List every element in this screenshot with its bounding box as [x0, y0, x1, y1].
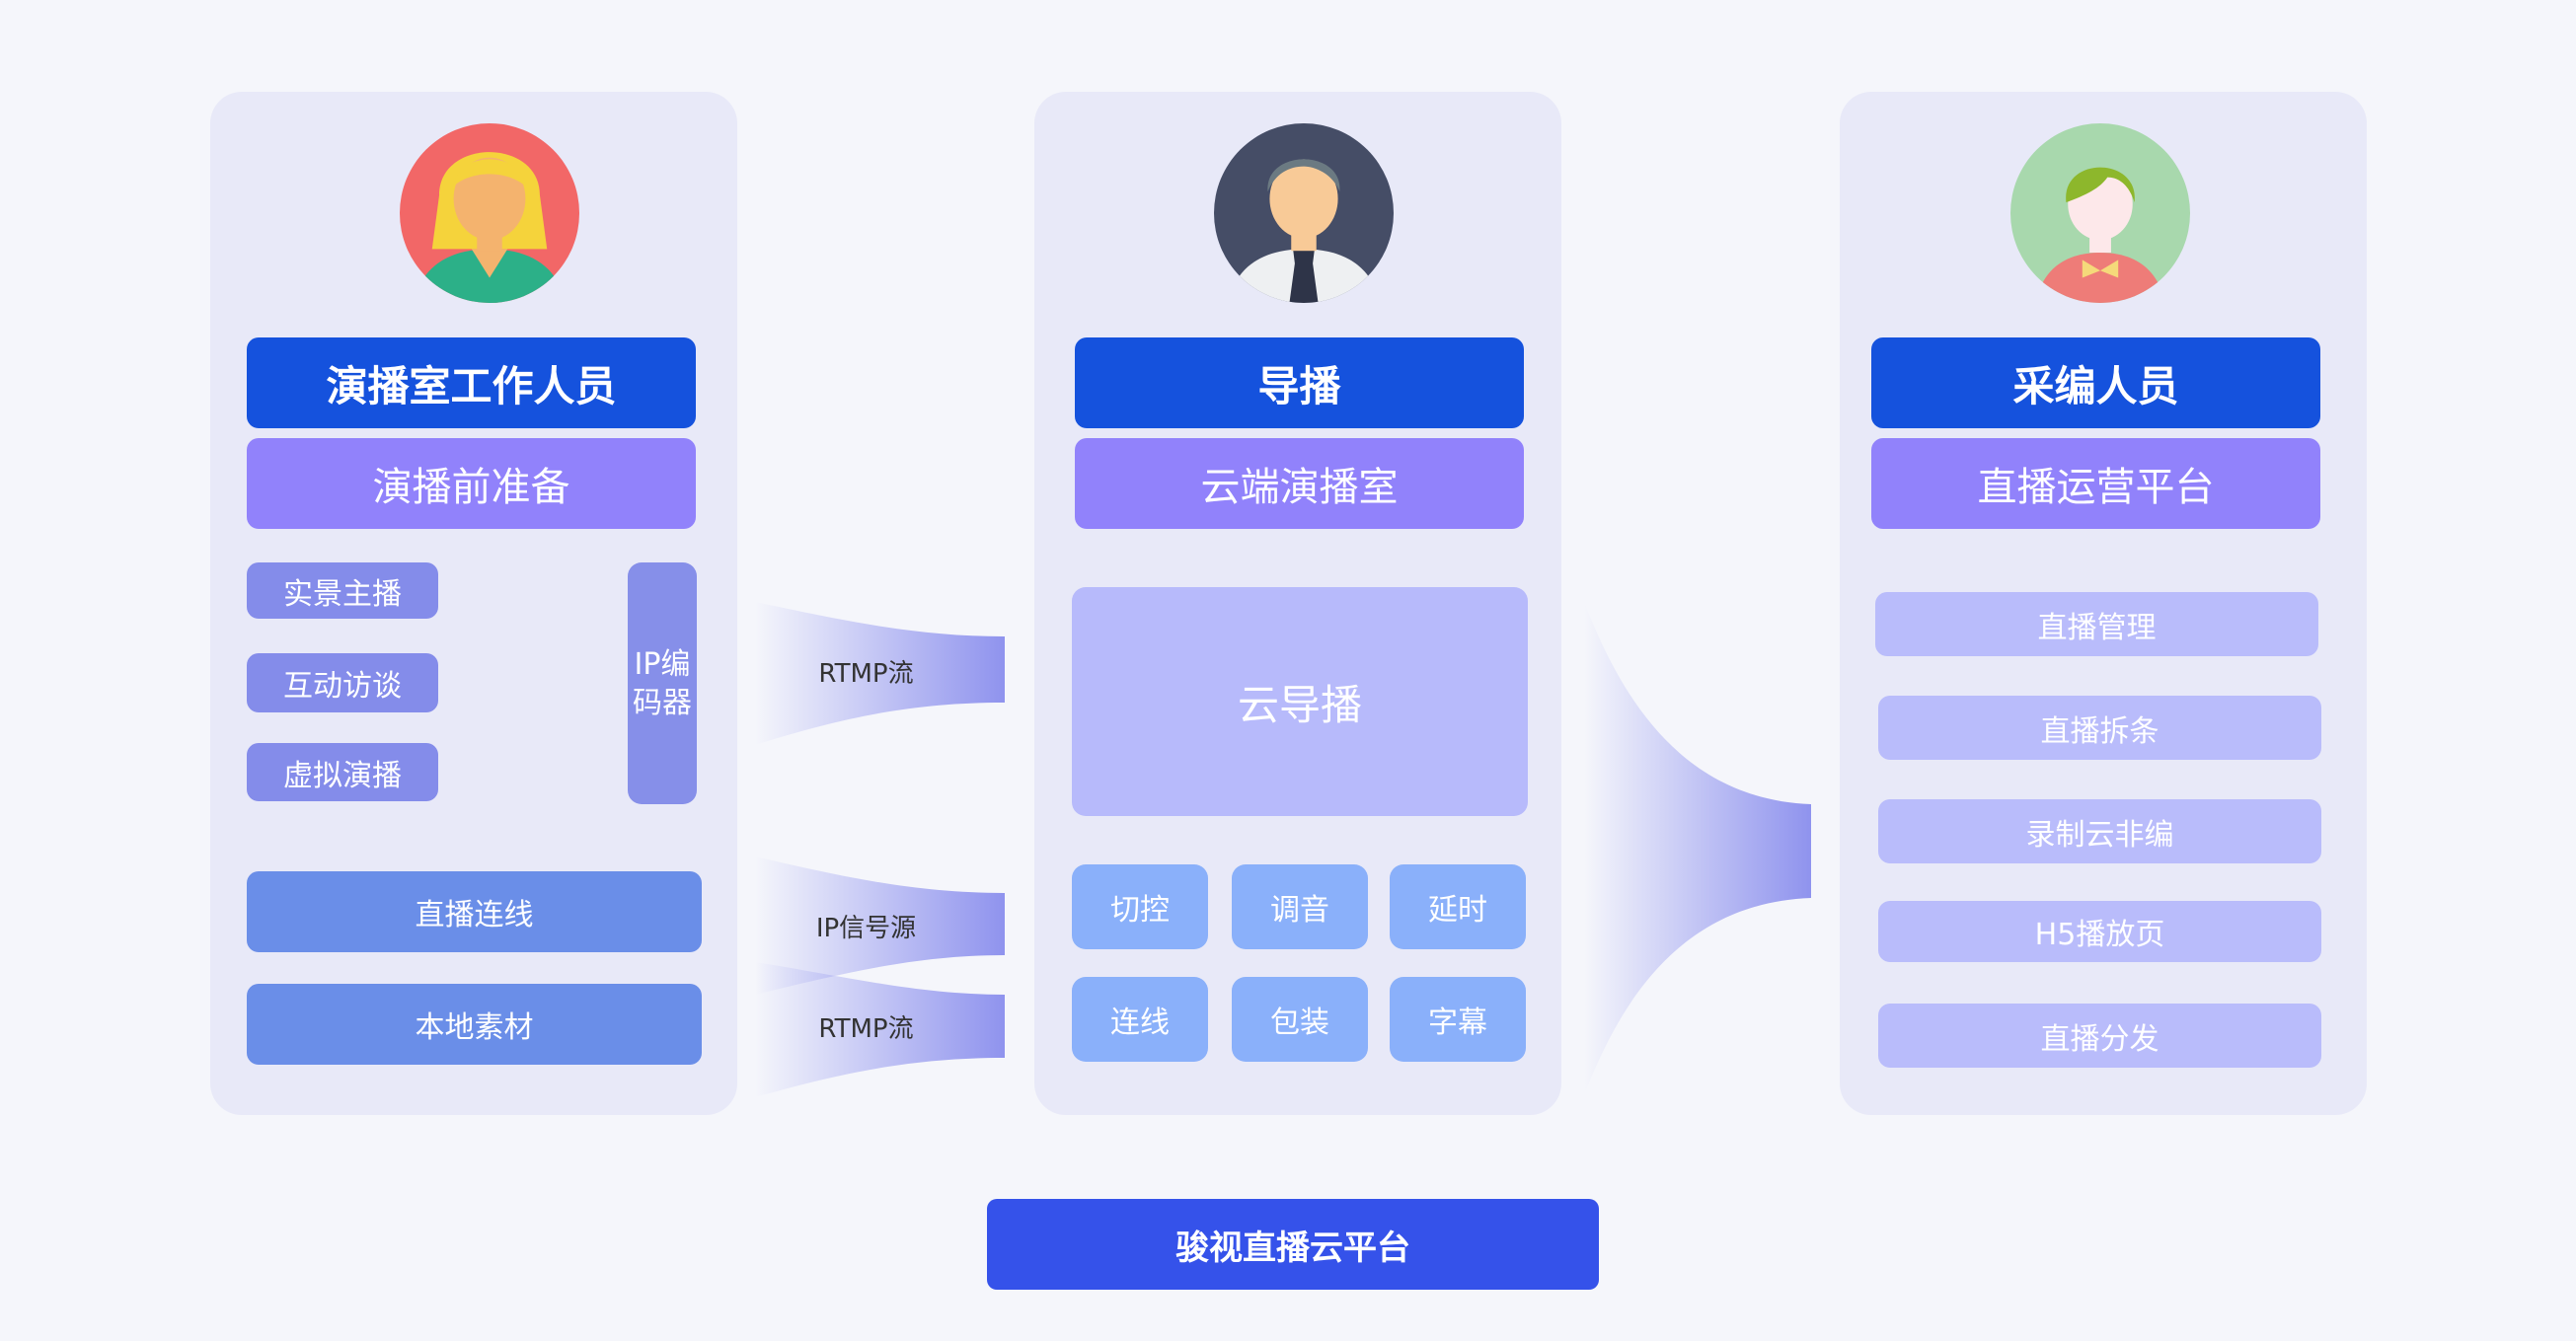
platform-live-management: 直播管理 — [1875, 592, 2318, 656]
input-local-material: 本地素材 — [247, 984, 702, 1065]
director-role-label: 导播 — [1075, 337, 1524, 428]
func-subtitle: 字幕 — [1390, 977, 1526, 1062]
func-audio: 调音 — [1232, 864, 1368, 949]
platform-live-clipping: 直播拆条 — [1878, 696, 2321, 760]
func-delay: 延时 — [1390, 864, 1526, 949]
flow-label-ip-signal: IP信号源 — [815, 913, 917, 943]
editor-role-label: 采编人员 — [1871, 337, 2320, 428]
director-stage-label: 云端演播室 — [1075, 438, 1524, 529]
footer-platform-label: 骏视直播云平台 — [987, 1199, 1599, 1290]
platform-h5-player: H5播放页 — [1878, 901, 2321, 962]
rtmp-bottom-band — [755, 962, 1005, 1097]
platform-live-distribution: 直播分发 — [1878, 1004, 2321, 1068]
studio-stage-label: 演播前准备 — [247, 438, 696, 529]
studio-role-label: 演播室工作人员 — [247, 337, 696, 428]
input-live-link: 直播连线 — [247, 871, 702, 952]
func-packaging: 包装 — [1232, 977, 1368, 1062]
source-virtual-studio: 虚拟演播 — [247, 743, 438, 801]
output-funnel — [1584, 602, 1811, 1095]
rtmp-top-band — [755, 602, 1005, 745]
director-avatar-icon — [1214, 123, 1394, 303]
source-interview: 互动访谈 — [247, 653, 438, 712]
flow-label-rtmp-top: RTMP流 — [818, 658, 914, 689]
source-live-anchor: 实景主播 — [247, 562, 438, 619]
editor-stage-label: 直播运营平台 — [1871, 438, 2320, 529]
ip-encoder: IP编码器 — [628, 562, 697, 804]
platform-cloud-editing: 录制云非编 — [1878, 799, 2321, 863]
female-staff-avatar-icon — [400, 123, 579, 303]
editor-avatar-icon — [2010, 123, 2190, 303]
ip-signal-band — [755, 857, 1005, 995]
func-switch: 切控 — [1072, 864, 1208, 949]
flow-label-rtmp-bottom: RTMP流 — [818, 1013, 914, 1044]
cloud-director-box: 云导播 — [1072, 587, 1528, 816]
func-link: 连线 — [1072, 977, 1208, 1062]
